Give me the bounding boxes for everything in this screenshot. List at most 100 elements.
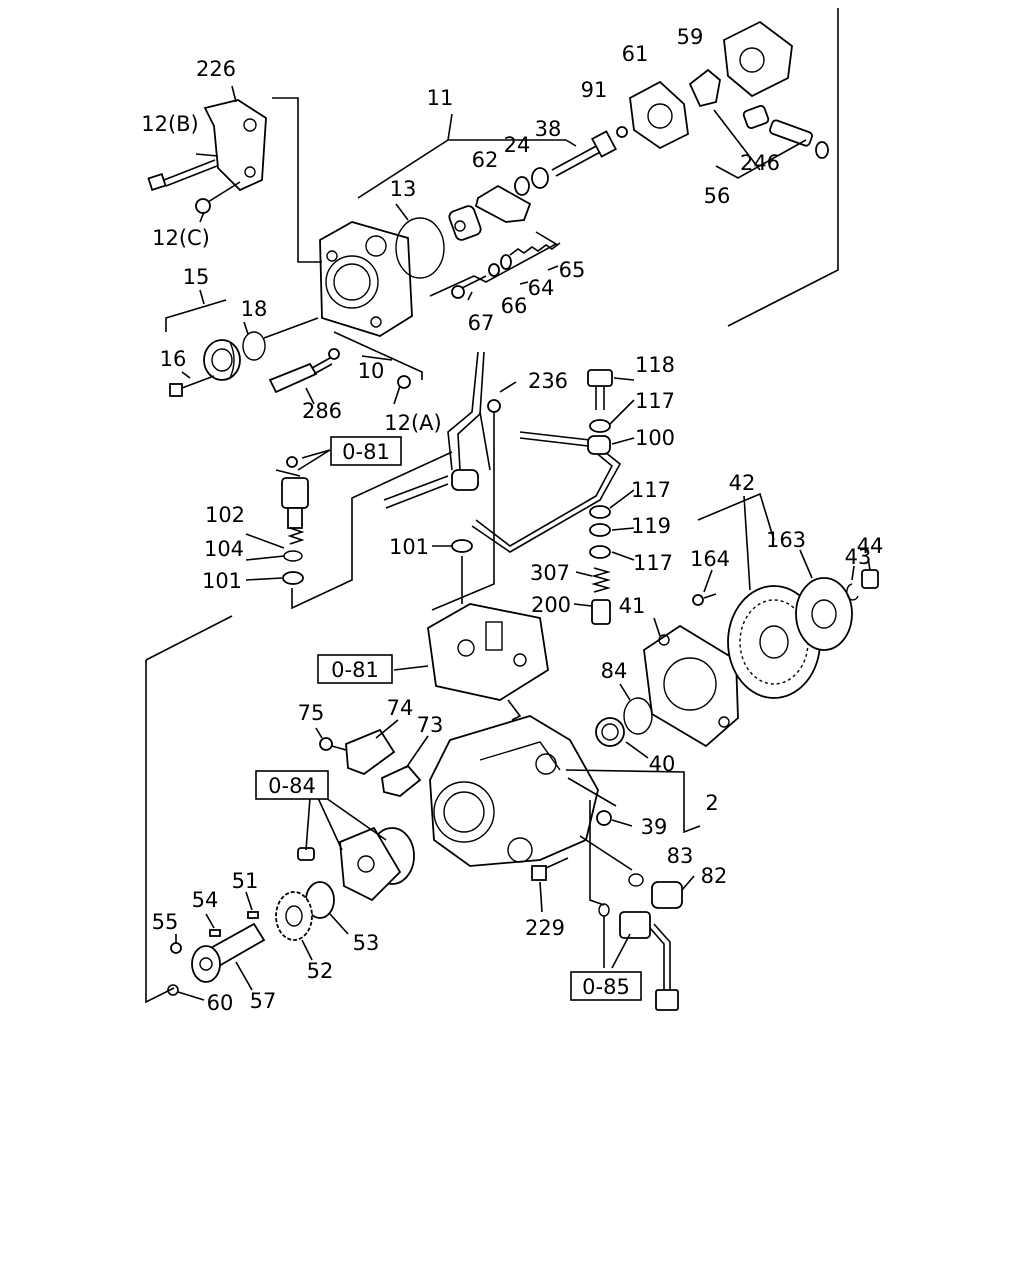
reference-box-0-84: 0-84 [255, 770, 329, 800]
callout-10: 10 [358, 359, 385, 383]
nut-part [861, 569, 879, 589]
plate-part [474, 184, 532, 223]
bolt-part [531, 857, 569, 881]
callout-40: 40 [649, 752, 676, 776]
washer-part [589, 505, 611, 519]
drive-shaft-part [551, 130, 617, 177]
callout-164: 164 [690, 547, 730, 571]
o-ring-part [395, 217, 445, 279]
banjo-fitting-part [451, 435, 611, 491]
callout-41: 41 [619, 594, 646, 618]
callout-15: 15 [183, 265, 210, 289]
spring-part [167, 984, 179, 996]
callout-labels: 226 12(B) 12(C) 11 13 62 24 38 91 61 59 … [141, 25, 883, 1015]
hub-part [795, 577, 853, 651]
pump-housing-part [429, 715, 599, 867]
washer-part [488, 263, 500, 277]
washer-part [616, 126, 628, 138]
callout-42: 42 [729, 471, 756, 495]
callout-119: 119 [631, 514, 671, 538]
callout-56: 56 [704, 184, 731, 208]
callout-39: 39 [641, 815, 668, 839]
callout-65: 65 [559, 258, 586, 282]
bolt-part [147, 159, 218, 192]
sprocket-part [275, 891, 313, 941]
callout-59: 59 [677, 25, 704, 49]
callout-236: 236 [528, 369, 568, 393]
callout-53: 53 [353, 931, 380, 955]
washer-part [514, 176, 530, 196]
callout-12b: 12(B) [141, 112, 199, 136]
bolt-part [596, 810, 612, 826]
washer-part [846, 583, 859, 601]
callout-43: 43 [845, 545, 872, 569]
callout-44: 44 [857, 534, 884, 558]
callout-101-center: 101 [389, 535, 429, 559]
callout-104: 104 [204, 537, 244, 561]
key-part [247, 911, 259, 919]
callout-38: 38 [535, 117, 562, 141]
callout-67: 67 [468, 311, 495, 335]
callout-83: 83 [667, 844, 694, 868]
washer-part [328, 348, 340, 360]
callout-64: 64 [528, 276, 555, 300]
sleeve-part [742, 105, 829, 159]
flange-part [643, 624, 739, 748]
washer-part [589, 419, 611, 433]
callout-75: 75 [298, 701, 325, 725]
o-ring-part [242, 331, 266, 361]
callout-54: 54 [192, 888, 219, 912]
callout-82: 82 [701, 864, 728, 888]
fuel-pipe-part [383, 351, 622, 553]
distributor-head-part [427, 603, 549, 701]
valve-plunger-part [451, 275, 487, 299]
washer-part [282, 571, 304, 585]
reference-box-0-85: 0-85 [570, 971, 642, 1001]
bolt-part [393, 375, 411, 405]
callout-229: 229 [525, 916, 565, 940]
callout-226: 226 [196, 57, 236, 81]
reference-label: 0-85 [582, 975, 630, 999]
delivery-valve-holder-part [268, 357, 333, 394]
reference-box-0-81-top: 0-81 [330, 436, 402, 466]
cylinder-part [448, 205, 482, 241]
washer-part [589, 523, 611, 537]
drive-shaft-part [191, 922, 266, 983]
callout-16: 16 [160, 347, 187, 371]
bolt-part [169, 375, 215, 397]
valve-spring-part [509, 242, 561, 256]
callout-61: 61 [622, 42, 649, 66]
sensor-part [598, 903, 679, 1011]
bolt-part [319, 737, 347, 751]
reference-label: 0-81 [342, 440, 390, 464]
valve-part [591, 599, 611, 625]
callout-101-left: 101 [202, 569, 242, 593]
callout-13: 13 [390, 177, 417, 201]
solenoid-part [275, 456, 309, 545]
callout-286: 286 [302, 399, 342, 423]
callout-52: 52 [307, 959, 334, 983]
o-ring-part [623, 697, 653, 735]
callout-74: 74 [387, 696, 414, 720]
reference-label: 0-81 [331, 658, 379, 682]
callout-2: 2 [705, 791, 718, 815]
oil-seal-part [595, 717, 625, 747]
bracket-part [203, 99, 267, 192]
callout-117-top: 117 [635, 389, 675, 413]
washer-part [531, 167, 549, 189]
callout-102: 102 [205, 503, 245, 527]
banjo-bolt-part [587, 369, 613, 410]
bolt-part [692, 593, 717, 606]
callout-66: 66 [501, 294, 528, 318]
callout-200: 200 [531, 593, 571, 617]
timer-cover-part [297, 826, 415, 902]
callout-246: 246 [740, 151, 780, 175]
callout-117-bottom: 117 [633, 551, 673, 575]
bolt-part [195, 181, 241, 214]
leader-lines [145, 8, 871, 1004]
pump-head-housing [319, 221, 413, 337]
callout-57: 57 [250, 989, 277, 1013]
plug-part [203, 339, 241, 381]
cover-plate-part [629, 80, 689, 150]
callout-118: 118 [635, 353, 675, 377]
